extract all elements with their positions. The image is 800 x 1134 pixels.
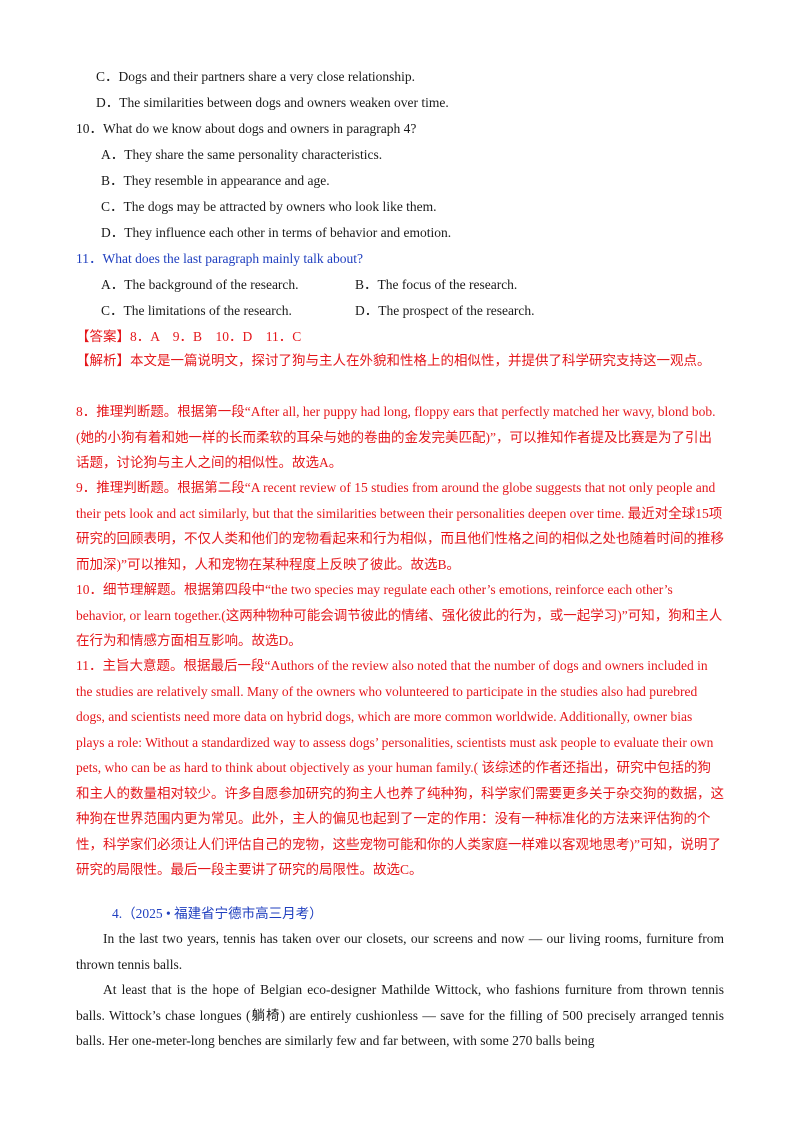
analysis-q11: 11．主旨大意题。根据最后一段“Authors of the review al… — [76, 658, 724, 877]
q11-option-a: A．The background of the research. — [101, 277, 299, 292]
q10-option-c: C．The dogs may be attracted by owners wh… — [101, 199, 437, 214]
q9-option-c: C．Dogs and their partners share a very c… — [96, 69, 416, 84]
analysis-q9: 9．推理判断题。根据第二段“A recent review of 15 stud… — [76, 480, 724, 572]
q11-stem: 11．What does the last paragraph mainly t… — [76, 251, 364, 266]
analysis-summary: 【解析】本文是一篇说明文，探讨了狗与主人在外貌和性格上的相似性，并提供了科学研究… — [76, 353, 711, 368]
q9-option-d: D．The similarities between dogs and owne… — [96, 95, 449, 110]
passage-paragraph-1: In the last two years, tennis has taken … — [76, 931, 724, 972]
q10-option-a: A．They share the same personality charac… — [101, 147, 383, 162]
analysis-q8: 8．推理判断题。根据第一段“After all, her puppy had l… — [76, 404, 716, 470]
answer-key: 【答案】8．A 9．B 10．D 11．C — [76, 329, 302, 344]
q11-option-d: D．The prospect of the research. — [355, 303, 535, 318]
q10-option-d: D．They influence each other in terms of … — [101, 225, 452, 240]
analysis-q10: 10．细节理解题。根据第四段中“the two species may regu… — [76, 582, 723, 648]
passage-paragraph-2: At least that is the hope of Belgian eco… — [76, 982, 724, 1048]
q10-option-b: B．They resemble in appearance and age. — [101, 173, 330, 188]
q10-stem: 10．What do we know about dogs and owners… — [76, 121, 417, 136]
q11-option-c: C．The limitations of the research. — [101, 303, 292, 318]
passage-heading: 4.（2025 • 福建省宁德市高三月考） — [112, 906, 323, 921]
q11-option-b: B．The focus of the research. — [355, 277, 518, 292]
